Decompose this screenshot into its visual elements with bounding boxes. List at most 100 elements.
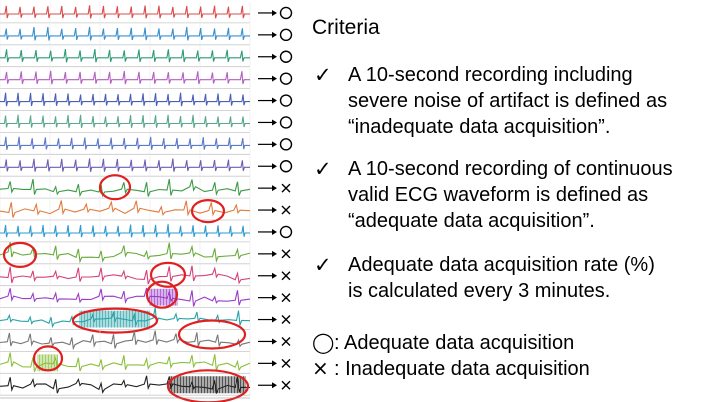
adequate-circle-icon	[279, 50, 293, 63]
arrow-head-icon	[272, 53, 277, 60]
inadequate-cross-icon	[281, 293, 291, 303]
artifact-noise	[37, 354, 58, 372]
arrow-head-icon	[272, 119, 277, 126]
check-mark-icon: ✓	[314, 63, 332, 87]
ecg-waveform	[0, 158, 250, 172]
ecg-waveform	[0, 48, 250, 63]
criteria-title: Criteria	[312, 16, 380, 39]
arrow-head-icon	[272, 360, 277, 367]
ecg-strip	[0, 89, 293, 111]
artifact-noise	[79, 310, 150, 328]
artifact-highlight-ellipse	[32, 345, 64, 372]
ecg-strip	[0, 241, 291, 268]
ecg-waveform	[0, 178, 251, 198]
arrow-head-icon	[272, 316, 277, 323]
ecg-strip	[0, 369, 291, 402]
artifact-highlight-ellipse	[177, 319, 247, 350]
ecg-waveform	[0, 136, 250, 150]
adequate-circle-icon	[279, 28, 293, 42]
ecg-strip	[0, 133, 293, 155]
legend-inadequate: ×: Inadequate data acquisition	[312, 356, 590, 381]
ecg-waveform	[0, 26, 250, 41]
check-mark-icon: ✓	[314, 157, 332, 181]
inadequate-cross-icon	[281, 358, 291, 368]
ecg-waveform	[0, 114, 250, 129]
adequate-circle-icon	[279, 138, 293, 151]
ecg-strip	[0, 67, 293, 89]
arrow-head-icon	[272, 9, 277, 16]
ecg-waveform	[0, 375, 251, 394]
ecg-strip	[0, 221, 293, 243]
ecg-waveform	[0, 5, 250, 19]
arrow-head-icon	[272, 382, 277, 389]
inadequate-cross-icon	[281, 205, 291, 215]
criterion-2-line-2: valid ECG waveform is defined as	[348, 184, 649, 206]
arrow-head-icon	[272, 97, 277, 104]
ecg-strip	[0, 280, 291, 309]
ecg-waveform	[0, 287, 251, 307]
inadequate-cross-icon	[281, 380, 291, 390]
inadequate-cross-icon	[281, 183, 291, 193]
artifact-highlight-ellipse	[2, 241, 38, 268]
arrow-head-icon	[272, 272, 277, 279]
criterion-2-line-3: “adequate data acquisition”.	[348, 210, 595, 232]
ecg-waveform	[0, 330, 251, 351]
ecg-strip	[0, 261, 291, 288]
inadequate-cross-icon	[281, 336, 291, 346]
arrow-head-icon	[272, 141, 277, 148]
artifact-highlight-ellipse	[71, 307, 159, 334]
artifact-highlight-ellipse	[145, 280, 179, 309]
artifact-noise	[149, 288, 178, 306]
ecg-strip	[0, 23, 293, 46]
ecg-waveform	[0, 265, 251, 285]
ecg-waveform	[0, 224, 250, 238]
ecg-waveform	[0, 242, 251, 264]
legend-adequate: ◯: Adequate data acquisition	[312, 330, 574, 355]
adequate-circle-icon	[279, 72, 293, 85]
inadequate-cross-icon	[281, 271, 291, 281]
check-mark-icon: ✓	[314, 253, 332, 277]
ecg-strip	[0, 155, 293, 177]
artifact-highlight-ellipse	[166, 369, 250, 402]
ecg-waveform	[0, 352, 251, 373]
ecg-strip	[0, 45, 293, 68]
arrow-head-icon	[272, 163, 277, 170]
criterion-1: A 10-second recording including severe n…	[348, 62, 667, 140]
criterion-2-line-1: A 10-second recording of continuous	[348, 158, 673, 180]
ecg-strip	[0, 174, 291, 201]
adequate-circle-icon	[279, 160, 293, 173]
arrow-head-icon	[272, 207, 277, 214]
criterion-1-line-2: severe noise of artifact is defined as	[348, 90, 668, 112]
criterion-1-line-3: “inadequate data acquisition”.	[348, 116, 611, 138]
legend-adequate-label: : Adequate data acquisition	[334, 332, 575, 354]
ecg-strip	[0, 2, 293, 24]
ecg-waveform	[0, 200, 251, 218]
adequate-circle-icon	[279, 6, 293, 20]
criterion-2: A 10-second recording of continuous vali…	[348, 156, 673, 234]
ecg-strip	[0, 319, 291, 352]
adequate-circle-icon	[279, 225, 293, 239]
arrow-head-icon	[272, 338, 277, 345]
inadequate-cross-icon	[281, 249, 291, 259]
legend-inadequate-label: : Inadequate data acquisition	[334, 358, 590, 380]
criterion-1-line-1: A 10-second recording including	[348, 64, 633, 86]
ecg-waveform	[0, 92, 250, 107]
criterion-3: Adequate data acquisition rate (%) is ca…	[348, 252, 655, 304]
criterion-3-line-1: Adequate data acquisition rate (%)	[348, 254, 655, 276]
artifact-highlight-ellipse	[149, 261, 187, 288]
ecg-waveform	[0, 70, 250, 85]
adequate-circle-icon	[279, 94, 293, 107]
ecg-strip	[0, 345, 291, 374]
artifact-noise	[169, 376, 246, 394]
criterion-3-line-2: is calculated every 3 minutes.	[348, 280, 611, 302]
artifact-highlight-ellipse	[190, 199, 226, 224]
artifact-highlight-ellipse	[98, 174, 132, 201]
arrow-head-icon	[272, 228, 277, 235]
cross-icon: ×	[312, 356, 329, 380]
arrow-head-icon	[272, 185, 277, 192]
ecg-strip	[0, 111, 293, 133]
arrow-head-icon	[272, 31, 277, 38]
ecg-strip	[0, 307, 291, 334]
arrow-head-icon	[272, 294, 277, 301]
